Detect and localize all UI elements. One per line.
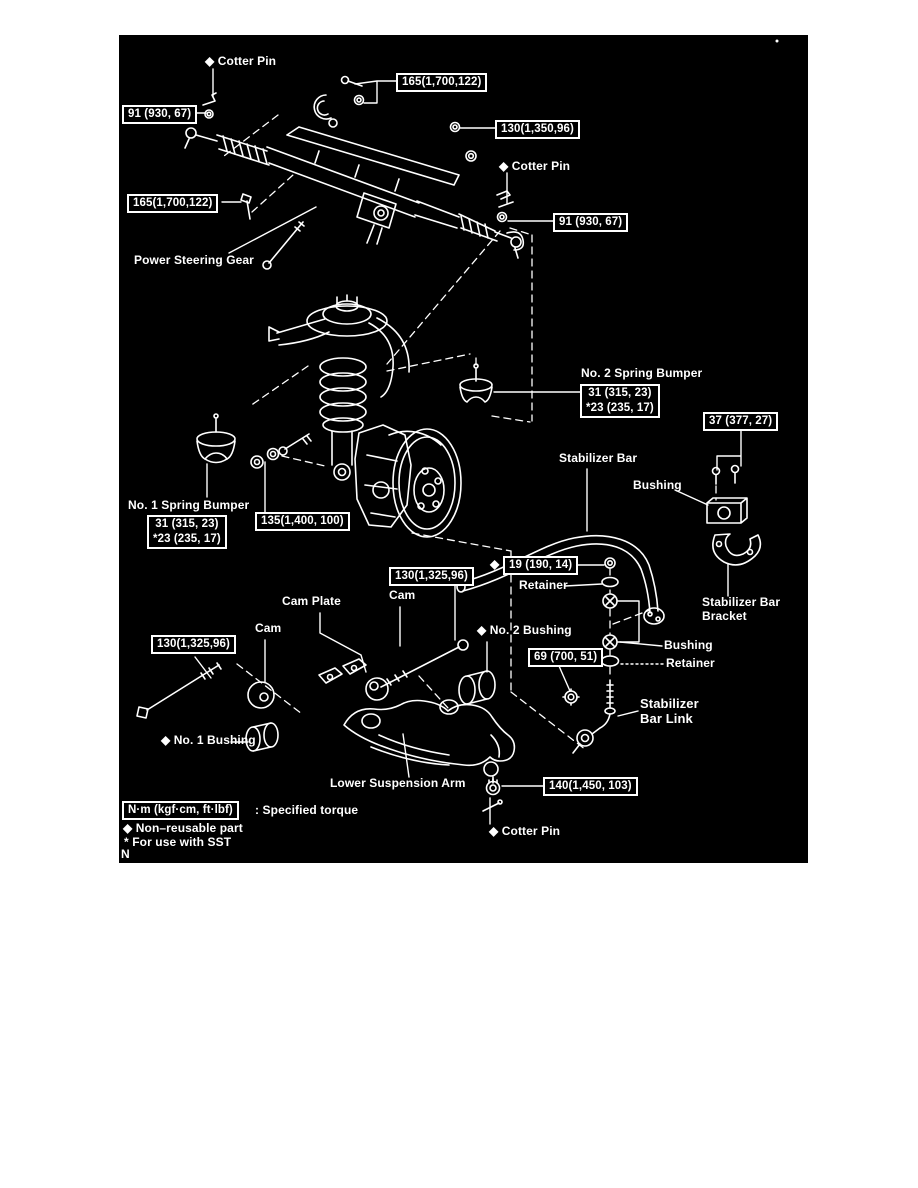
legend-page-marker: N [121, 847, 130, 861]
cam-bolts-drawing [136, 639, 496, 752]
torque-69: 69 (700, 51) [528, 648, 604, 667]
diagram-line-art [136, 39, 779, 825]
torque-135: 135(1,400, 100) [255, 512, 350, 531]
speck [775, 39, 779, 43]
bushing-right-label: Bushing [664, 638, 713, 652]
diagram-canvas: ◆ Cotter Pin 165(1,700,122) 91 (930, 67) 13… [119, 35, 808, 863]
bushing-upper-label: Bushing [633, 478, 682, 492]
power-steering-gear-label: Power Steering Gear [134, 253, 254, 267]
spring-bumper-no1-drawing [196, 413, 236, 464]
cam-plate-label: Cam Plate [282, 594, 341, 608]
torque-no1-bumper: 31 (315, 23) *23 (235, 17) [147, 515, 227, 549]
cam-upper-label: Cam [389, 588, 416, 602]
torque-19: 19 (190, 14) [503, 556, 579, 575]
no2-spring-bumper-label: No. 2 Spring Bumper [581, 366, 703, 380]
legend-torque-desc: : Specified torque [255, 803, 359, 817]
stabilizer-bar-link-label-line-0: Stabilizer [640, 696, 699, 711]
spring-bumper-no2-drawing [459, 363, 493, 403]
torque-140: 140(1,450, 103) [543, 777, 638, 796]
torque-130-cam-upper: 130(1,325,96) [389, 567, 474, 586]
legend-sst: * For use with SST [124, 835, 232, 849]
torque-no1-bumper-line-0: 31 (315, 23) [155, 518, 219, 530]
power-steering-gear-drawing [184, 94, 525, 259]
torque-130-cam-left: 130(1,325,96) [151, 635, 236, 654]
torque-37: 37 (377, 27) [703, 412, 779, 431]
retainer-right-label: Retainer [666, 656, 715, 670]
torque-no2-bumper-line-0: 31 (315, 23) [588, 387, 652, 399]
legend-nonreusable: ◆ Non–reusable part [123, 821, 243, 835]
steering-fasteners-drawing [202, 75, 514, 270]
cotter-pin-top-label: ◆ Cotter Pin [205, 54, 277, 68]
no1-spring-bumper-label: No. 1 Spring Bumper [128, 498, 250, 512]
leader-lines [192, 68, 742, 825]
brake-knuckle-rotor-drawing [354, 424, 462, 538]
torque-no2-bumper: 31 (315, 23) *23 (235, 17) [580, 384, 660, 418]
no2-bushing-label: ◆ No. 2 Bushing [477, 623, 572, 637]
cotter-pin-bottom-label: ◆ Cotter Pin [489, 824, 561, 838]
diamond-19: ◆ [490, 557, 500, 571]
torque-no1-bumper-line-1: *23 (235, 17) [153, 532, 221, 545]
cam-left-label: Cam [255, 621, 282, 635]
stabilizer-bar-link-label-line-1: Bar Link [640, 710, 693, 726]
torque-91-left: 91 (930, 67) [122, 105, 198, 124]
torque-165-top: 165(1,700,122) [396, 73, 488, 92]
stabilizer-bar-bracket-label-line-0: Stabilizer Bar [702, 595, 781, 609]
torque-165-left: 165(1,700,122) [127, 194, 219, 213]
no1-bushing-label: ◆ No. 1 Bushing [161, 733, 256, 747]
stabilizer-bar-label: Stabilizer Bar [559, 451, 638, 465]
lower-suspension-arm-label: Lower Suspension Arm [330, 776, 466, 790]
stabilizer-bar-bracket-label-line-1: Bracket [702, 608, 747, 623]
construction-lines [223, 114, 717, 751]
strut-lower-fasteners-drawing [250, 433, 312, 469]
torque-no2-bumper-line-1: *23 (235, 17) [586, 401, 654, 414]
strut-assembly-drawing [268, 294, 410, 481]
lower-suspension-arm-drawing [343, 699, 516, 812]
cotter-pin-right-label: ◆ Cotter Pin [499, 159, 571, 173]
stabilizer-link-drawing [562, 557, 620, 754]
stabilizer-bracket-drawing [706, 464, 762, 566]
retainer-upper-label: Retainer [519, 578, 568, 592]
torque-91-right: 91 (930, 67) [553, 213, 629, 232]
legend-torque-box: N·m (kgf·cm, ft·lbf) [122, 801, 239, 820]
torque-130-tierod: 130(1,350,96) [495, 120, 580, 139]
